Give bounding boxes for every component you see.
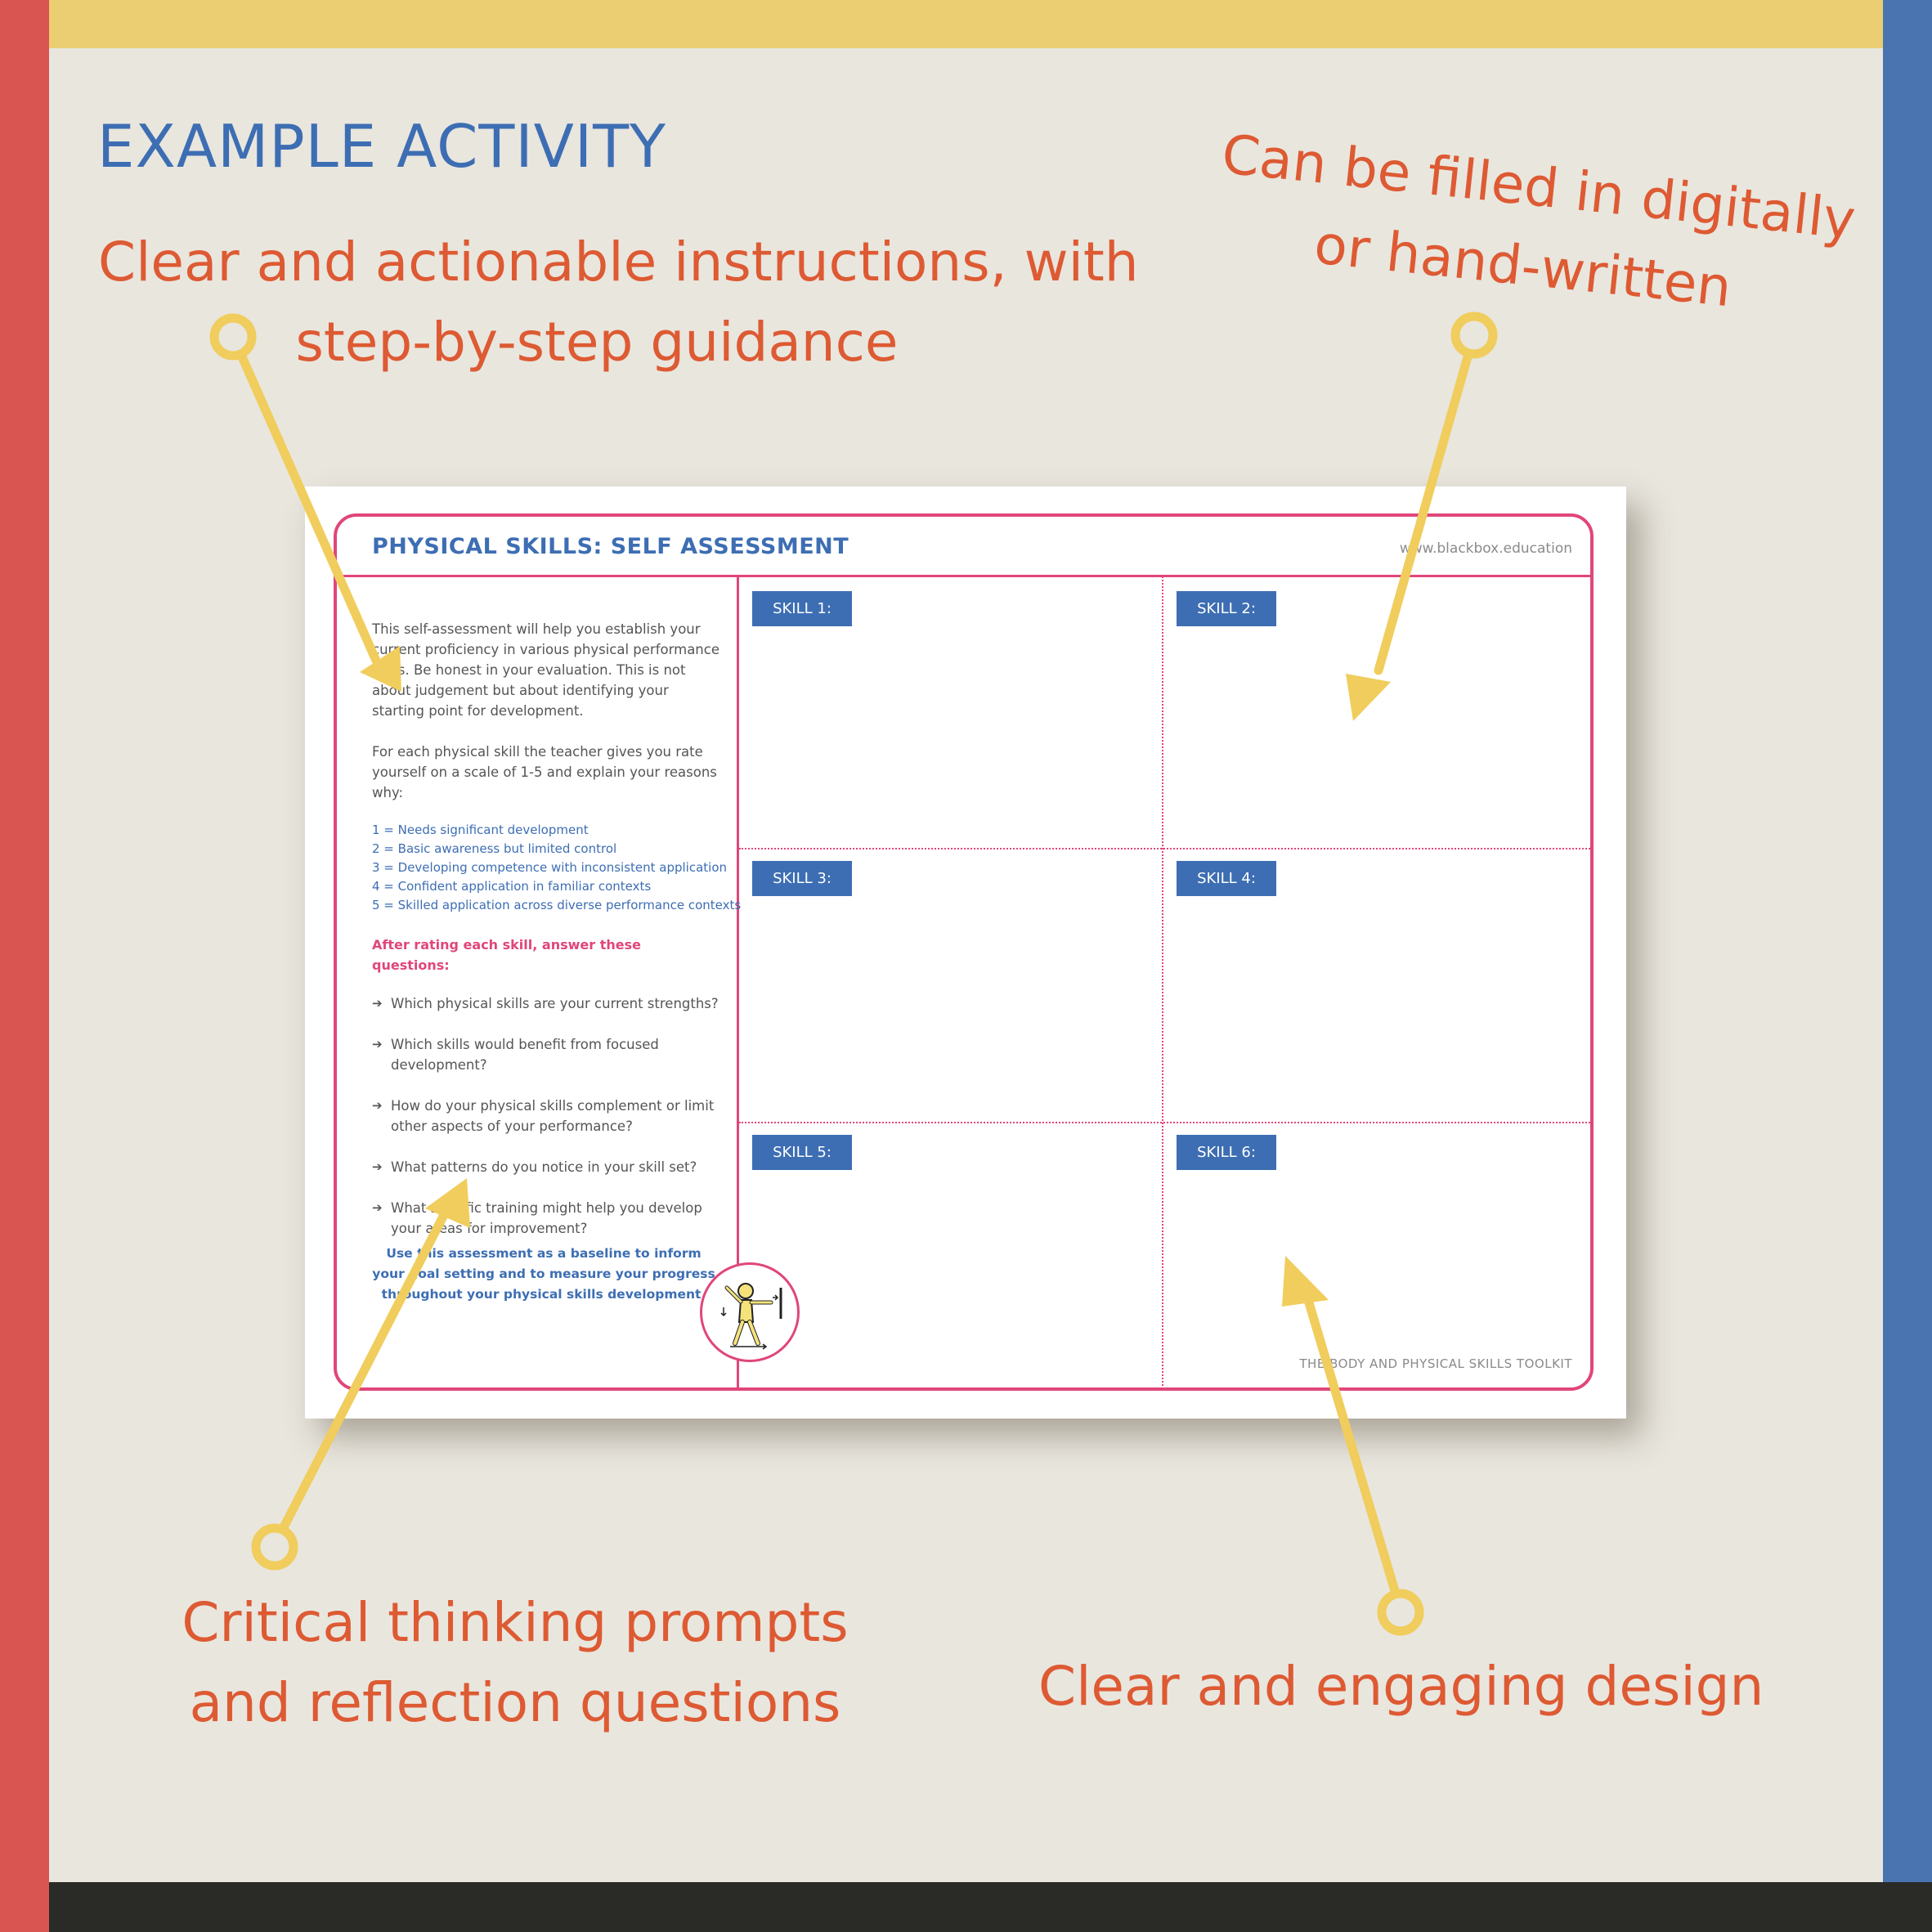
question-text: Which skills would benefit from focused … — [391, 1037, 659, 1073]
list-item: ➔ Which skills would benefit from focused… — [372, 1034, 722, 1075]
arrow-shaft — [1301, 1287, 1401, 1598]
list-item: ➔ Which physical skills are your current … — [372, 993, 722, 1014]
arrow-bullet-icon: ➔ — [372, 996, 383, 1011]
arrow-bullet-icon: ➔ — [372, 1037, 383, 1051]
closing-note: Use this assessment as a baseline to inf… — [372, 1246, 715, 1302]
list-item: ➔ What patterns do you notice in your ski… — [372, 1157, 722, 1177]
scale-item: 3 = Developing competence with inconsist… — [372, 860, 728, 875]
worksheet-title: PHYSICAL SKILLS: SELF ASSESSMENT — [372, 534, 849, 559]
questions-list: ➔ Which physical skills are your current … — [372, 993, 722, 1239]
worksheet-url: www.blackbox.education — [1399, 540, 1572, 557]
rating-scale: 1 = Needs significant development 2 = Ba… — [372, 821, 742, 915]
left-color-band — [0, 0, 49, 1932]
instructions-column: This self-assessment will help you estab… — [372, 619, 742, 1259]
grid-divider-horizontal — [739, 848, 1594, 849]
skill-6-label: SKILL 6: — [1177, 1135, 1276, 1170]
callout-line: and reflection questions — [189, 1671, 841, 1734]
skill-1-label: SKILL 1: — [752, 591, 852, 626]
arrowhead-icon — [425, 1178, 470, 1228]
arrow-design — [1301, 1287, 1424, 1636]
arrow-fill-in — [1374, 312, 1498, 675]
arrow-bullet-icon: ➔ — [372, 1200, 383, 1215]
callout-line: step-by-step guidance — [295, 311, 899, 374]
callout-instructions: Clear and actionable instructions, with … — [98, 222, 1139, 383]
arrow-shaft — [236, 350, 381, 666]
callout-line: Critical thinking prompts — [182, 1591, 849, 1654]
stretching-figure-icon — [700, 1262, 800, 1362]
page-title: EXAMPLE ACTIVITY — [97, 112, 667, 181]
arrowhead-icon — [360, 646, 401, 692]
worksheet-footer: THE BODY AND PHYSICAL SKILLS TOOLKIT — [1299, 1356, 1572, 1371]
intro-text: This self-assessment will help you estab… — [372, 621, 719, 719]
scale-item: 4 = Confident application in familiar co… — [372, 879, 652, 894]
skill-4-label: SKILL 4: — [1177, 861, 1276, 896]
skill-3-label: SKILL 3: — [752, 861, 852, 896]
question-text: Which physical skills are your current s… — [391, 996, 719, 1011]
question-text: How do your physical skills complement o… — [391, 1098, 715, 1134]
callout-line: Clear and actionable instructions, with — [98, 231, 1139, 294]
arrow-bullet-icon: ➔ — [372, 1098, 383, 1113]
questions-heading: After rating each skill, answer these qu… — [372, 937, 641, 973]
skill-2-label: SKILL 2: — [1177, 591, 1276, 626]
bottom-color-band — [49, 1882, 1932, 1932]
column-divider — [737, 576, 739, 1389]
skill-5-label: SKILL 5: — [752, 1135, 852, 1170]
top-color-band — [49, 0, 1883, 48]
grid-divider-vertical — [1162, 576, 1163, 1389]
header-divider — [335, 575, 1594, 577]
arrow-shaft — [1374, 349, 1473, 675]
scale-item: 1 = Needs significant development — [372, 823, 589, 837]
arrow-bullet-icon: ➔ — [372, 1159, 383, 1174]
arrow-shaft — [278, 1205, 451, 1534]
right-color-band — [1883, 0, 1932, 1932]
worksheet-frame — [334, 513, 1594, 1391]
scale-item: 2 = Basic awareness but limited control — [372, 841, 617, 856]
callout-critical-thinking: Critical thinking prompts and reflection… — [164, 1583, 867, 1743]
arrow-instructions — [209, 313, 381, 666]
question-text: What patterns do you notice in your skil… — [391, 1159, 697, 1175]
grid-divider-horizontal — [739, 1122, 1594, 1123]
arrow-anchor-circle — [209, 313, 257, 361]
arrow-anchor-circle — [251, 1523, 298, 1571]
scale-item: 5 = Skilled application across diverse p… — [372, 898, 742, 912]
worksheet-preview: PHYSICAL SKILLS: SELF ASSESSMENT www.bla… — [305, 486, 1626, 1419]
list-item: ➔ How do your physical skills complement … — [372, 1096, 722, 1136]
arrow-anchor-circle — [1450, 312, 1498, 359]
arrowhead-icon — [1282, 1256, 1329, 1307]
arrow-critical-thinking — [251, 1205, 451, 1571]
rating-instruction: For each physical skill the teacher give… — [372, 744, 717, 800]
stretching-figure-graphic — [720, 1283, 782, 1350]
arrowhead-icon — [1346, 674, 1391, 721]
arrow-anchor-circle — [1377, 1589, 1424, 1636]
callout-line: Clear and engaging design — [1038, 1655, 1764, 1718]
callout-design: Clear and engaging design — [1038, 1647, 1764, 1727]
